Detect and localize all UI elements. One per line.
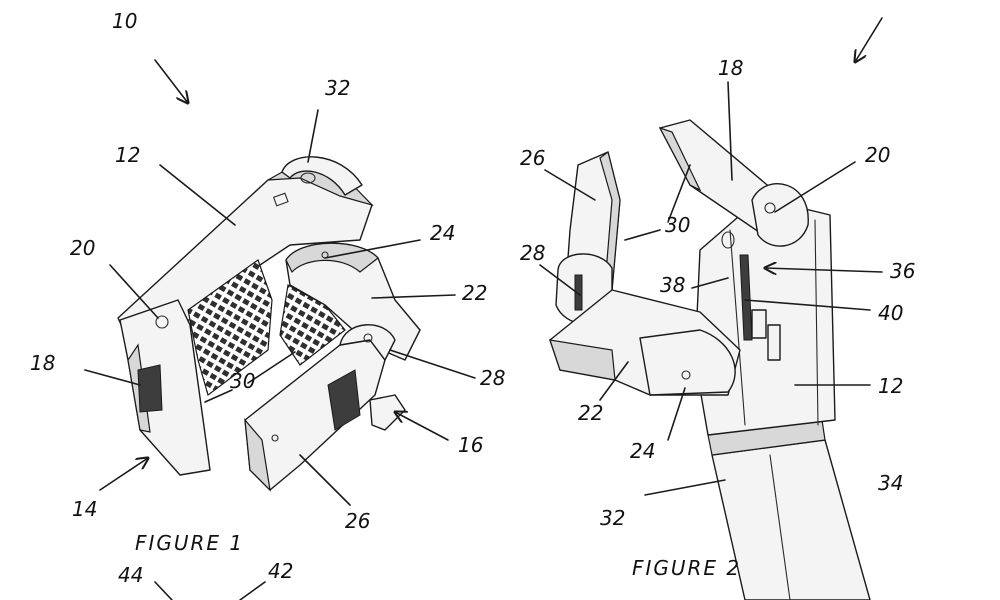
fig1-label-20: 20: [70, 236, 95, 260]
fig1-label-18: 18: [30, 351, 55, 375]
fig2-knuckle-pin: [764, 202, 776, 214]
fig1-label-22: 22: [462, 281, 487, 305]
fig2-label-12: 12: [878, 374, 903, 398]
fig2-leader-24: [667, 387, 686, 441]
fig2-leader-18: [727, 81, 733, 181]
fig1-leader-14: [99, 458, 148, 491]
fig1-rear-cap-32: [281, 156, 363, 196]
fig1-leader-32: [307, 109, 319, 163]
fig2-leader-20: [774, 161, 856, 213]
fig2-rail-clip: [767, 324, 781, 361]
fig1-label-28: 28: [480, 366, 505, 390]
fig2-housing-line: [729, 229, 746, 426]
fig1-leader-18: [84, 369, 141, 386]
fig2-label-28: 28: [520, 241, 545, 265]
fig2-label-32: 32: [600, 506, 625, 530]
fig2-fixed-jaw-teeth: [658, 126, 702, 192]
fig2-leader-main: [855, 17, 883, 62]
fig1-cap-hole: [300, 172, 316, 184]
fig1-mesh-pad-right: [279, 284, 346, 366]
fig1-leader-28: [389, 349, 476, 379]
fig1-mesh-pad-left: [187, 259, 273, 397]
fig1-housing-slot: [272, 192, 289, 207]
figure-2-labels: 18 20 26 30 36 28 38 40 12 22 24 34 32 F…: [520, 56, 915, 580]
fig1-caption: FIGURE 1: [135, 531, 244, 555]
figure-2-illustration: [539, 17, 883, 600]
fig2-label-20: 20: [865, 143, 890, 167]
fig2-label-26: 26: [520, 146, 545, 170]
fig2-leader-26: [544, 169, 596, 201]
fig2-caption: FIGURE 2: [632, 556, 741, 580]
fig1-label-10: 10: [112, 9, 137, 33]
figure-1-labels: 10 32 12 20 24 22 18 30 28 16 14 26 FIGU…: [30, 9, 505, 587]
fig1-label-12: 12: [115, 143, 140, 167]
fig2-leader-38: [691, 277, 729, 289]
fig2-label-40: 40: [878, 301, 903, 325]
fig2-arm-pin: [681, 370, 691, 380]
fig2-label-36: 36: [890, 259, 915, 283]
fig2-leader-36: [765, 268, 883, 272]
fig1-label-14: 14: [72, 497, 97, 521]
fig2-label-34: 34: [878, 471, 903, 495]
fig1-leader-12: [159, 164, 236, 226]
fig1-jaw-screw: [271, 434, 279, 442]
fig1-label-24: 24: [430, 221, 455, 245]
fig1-leader-22: [371, 294, 456, 299]
fig2-leader-30b: [667, 164, 691, 223]
fig2-knuckle-slot: [574, 274, 583, 311]
fig2-label-38: 38: [660, 273, 685, 297]
fig1-leader-10: [154, 59, 188, 103]
fig1-pivot-20: [155, 315, 169, 329]
fig1-leader-16: [395, 412, 449, 441]
fig2-rail-block: [751, 309, 767, 339]
fig2-rail-40: [739, 254, 753, 341]
fig2-label-18: 18: [718, 56, 743, 80]
fig2-label-22: 22: [578, 401, 603, 425]
fig1-trigger-16: [369, 394, 406, 431]
fig1-leader-44: [154, 581, 173, 600]
fig2-knuckle-20: [751, 183, 809, 247]
fig1-fixed-jaw-mechanism: [137, 364, 163, 413]
fig2-pivot-hole: [721, 231, 735, 249]
fig2-leader-22: [599, 361, 629, 401]
fig1-arm-knuckle-24: [285, 242, 379, 274]
fig1-leader-26: [299, 454, 351, 506]
fig1-label-26: 26: [345, 509, 370, 533]
fig2-leader-32: [644, 479, 726, 496]
fig1-leader-24: [324, 239, 421, 259]
figure-1-illustration: [84, 59, 476, 600]
fig1-jaw-mechanism: [327, 369, 361, 431]
fig2-leader-40: [744, 299, 871, 311]
fig2-handle-line: [769, 454, 791, 600]
fig2-leader-28: [539, 264, 581, 296]
fig2-label-24: 24: [630, 439, 655, 463]
fig1-label-16: 16: [458, 433, 483, 457]
fig1-label-44: 44: [118, 563, 143, 587]
fig2-label-30: 30: [665, 213, 690, 237]
fig1-movable-jaw-face: [244, 418, 271, 492]
fig1-leader-30b: [204, 389, 233, 403]
fig2-housing-edge: [814, 219, 819, 426]
fig1-knuckle-pin: [363, 333, 373, 343]
fig1-label-42: 42: [268, 559, 293, 583]
fig1-leader-42: [239, 581, 266, 600]
fig2-leader-30a: [624, 229, 661, 241]
fig1-leader-30a: [247, 351, 296, 384]
fig1-label-30: 30: [230, 369, 255, 393]
fig1-leader-20: [109, 264, 159, 319]
fig1-label-32: 32: [325, 76, 350, 100]
fig2-knuckle-24: [639, 329, 736, 396]
